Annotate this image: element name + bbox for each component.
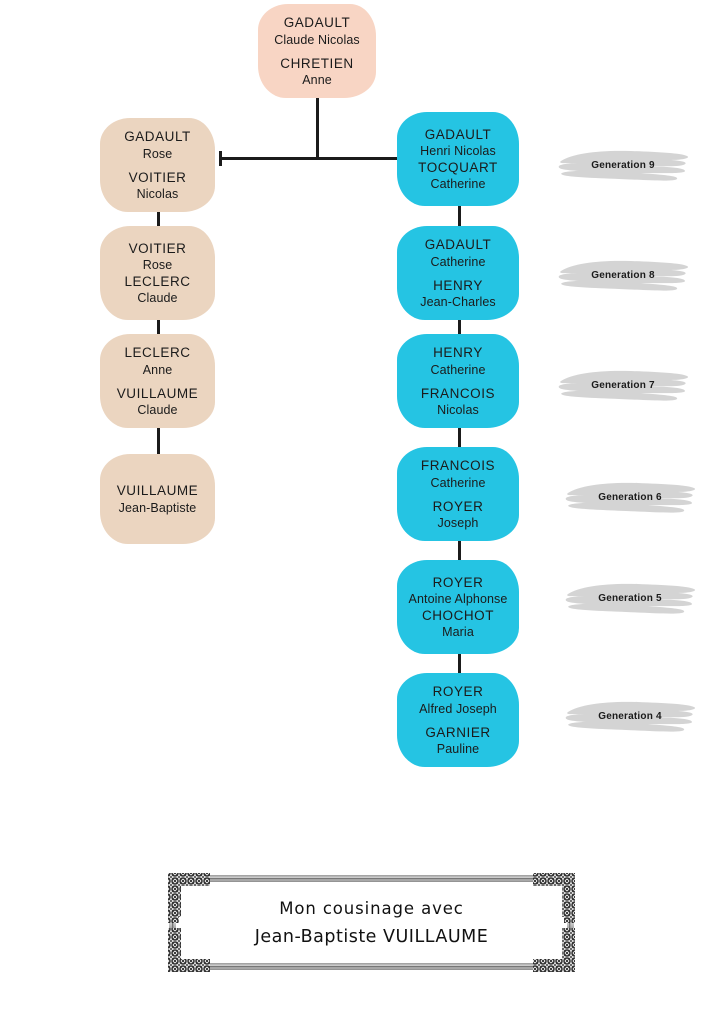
person-given: Henri Nicolas (420, 144, 496, 158)
generation-label-text: Generation 6 (598, 491, 662, 503)
title-line-secondary: Jean-Baptiste VUILLAUME (254, 926, 489, 947)
person-surname: ROYER (432, 684, 484, 700)
person-given: Rose (142, 258, 173, 272)
generation-label-text: Generation 4 (598, 710, 662, 722)
person-given: Pauline (436, 741, 480, 756)
person-given: Antoine Alphonse (408, 592, 508, 606)
person-given: Catherine (430, 475, 486, 490)
connector-root-drop (316, 97, 319, 159)
person-node-right-gen7[interactable]: HENRY Catherine FRANCOIS Nicolas (397, 334, 519, 428)
person-given: Maria (442, 625, 474, 640)
person-surname: LECLERC (124, 274, 191, 289)
ornamental-frame-icon (163, 869, 580, 976)
person-given: Catherine (430, 362, 486, 377)
title-card: Mon cousinage avec Jean-Baptiste VUILLAU… (163, 869, 580, 976)
generation-label-5: Generation 5 (560, 572, 700, 624)
generation-label-text: Generation 8 (591, 269, 655, 281)
corner-ornament-bottom-right (533, 928, 575, 972)
person-surname: HENRY (433, 277, 483, 293)
person-surname: ROYER (432, 498, 484, 514)
person-given: Claude Nicolas (274, 32, 360, 47)
brush-stroke-icon (565, 701, 696, 732)
connector-right-9-8 (458, 205, 461, 235)
person-given: Jean-Baptiste (118, 500, 197, 515)
corner-ornament-bottom-left (168, 928, 210, 972)
person-surname: FRANCOIS (420, 385, 496, 401)
connector-right-5-4 (458, 647, 461, 677)
title-line-primary: Mon cousinage avec (279, 898, 464, 918)
person-surname: VOITIER (128, 169, 187, 185)
person-given: Nicolas (437, 402, 479, 417)
person-given: Jean-Charles (420, 294, 496, 309)
person-surname: TOCQUART (418, 160, 498, 175)
person-node-right-gen6[interactable]: FRANCOIS Catherine ROYER Joseph (397, 447, 519, 541)
person-node-right-gen8[interactable]: GADAULT Catherine HENRY Jean-Charles (397, 226, 519, 320)
person-surname: LECLERC (124, 345, 191, 361)
person-given: Joseph (437, 515, 479, 530)
generation-label-text: Generation 9 (591, 159, 655, 171)
corner-ornament-top-left (168, 873, 210, 923)
person-given: Claude (137, 291, 178, 306)
connector-sibling-bar (219, 157, 417, 160)
person-given: Claude (137, 402, 178, 417)
brush-stroke-icon (558, 150, 689, 181)
person-given: Anne (302, 72, 332, 87)
person-surname: VOITIER (128, 240, 187, 256)
person-surname: FRANCOIS (420, 458, 496, 474)
title-text-block: Mon cousinage avec Jean-Baptiste VUILLAU… (215, 869, 528, 976)
person-node-right-gen9[interactable]: GADAULT Henri Nicolas TOCQUART Catherine (397, 112, 519, 206)
person-surname: GADAULT (283, 15, 351, 31)
person-surname: CHOCHOT (421, 608, 495, 623)
person-given: Catherine (430, 177, 486, 192)
generation-label-8: Generation 8 (553, 249, 693, 301)
person-node-left-gen8[interactable]: VOITIER Rose LECLERC Claude (100, 226, 215, 320)
person-surname: GADAULT (124, 129, 191, 145)
person-node-left-gen6[interactable]: VUILLAUME Jean-Baptiste (100, 454, 215, 544)
connector-right-8-7 (458, 313, 461, 343)
person-surname: CHRETIEN (280, 55, 354, 71)
connector-left-7-6 (157, 428, 160, 456)
brush-stroke-icon (558, 370, 689, 401)
person-surname: GARNIER (425, 724, 491, 740)
person-surname: GADAULT (424, 126, 492, 142)
generation-label-text: Generation 7 (591, 379, 655, 391)
person-node-right-gen5[interactable]: ROYER Antoine Alphonse CHOCHOT Maria (397, 560, 519, 654)
person-surname: HENRY (433, 345, 483, 361)
connector-right-6-5 (458, 534, 461, 564)
person-given: Catherine (430, 254, 486, 269)
person-surname: VUILLAUME (116, 483, 199, 499)
generation-label-6: Generation 6 (560, 471, 700, 523)
generation-label-7: Generation 7 (553, 359, 693, 411)
person-node-left-gen7[interactable]: LECLERC Anne VUILLAUME Claude (100, 334, 215, 428)
person-surname: VUILLAUME (116, 385, 199, 401)
brush-stroke-icon (558, 260, 689, 291)
person-node-root-couple[interactable]: GADAULT Claude Nicolas CHRETIEN Anne (258, 4, 376, 98)
person-surname: ROYER (432, 574, 484, 590)
person-node-left-gen9[interactable]: GADAULT Rose VOITIER Nicolas (100, 118, 215, 212)
brush-stroke-icon (565, 583, 696, 614)
generation-label-9: Generation 9 (553, 139, 693, 191)
brush-stroke-icon (565, 482, 696, 513)
person-given: Rose (142, 146, 173, 161)
person-given: Alfred Joseph (419, 701, 497, 716)
person-surname: GADAULT (424, 237, 492, 253)
person-given: Anne (142, 362, 173, 377)
generation-label-text: Generation 5 (598, 592, 662, 604)
person-node-right-gen4[interactable]: ROYER Alfred Joseph GARNIER Pauline (397, 673, 519, 767)
person-given: Nicolas (136, 186, 179, 201)
connector-cap-left (219, 151, 222, 166)
connector-right-7-6 (458, 421, 461, 451)
generation-label-4: Generation 4 (560, 690, 700, 742)
corner-ornament-top-right (533, 873, 575, 923)
